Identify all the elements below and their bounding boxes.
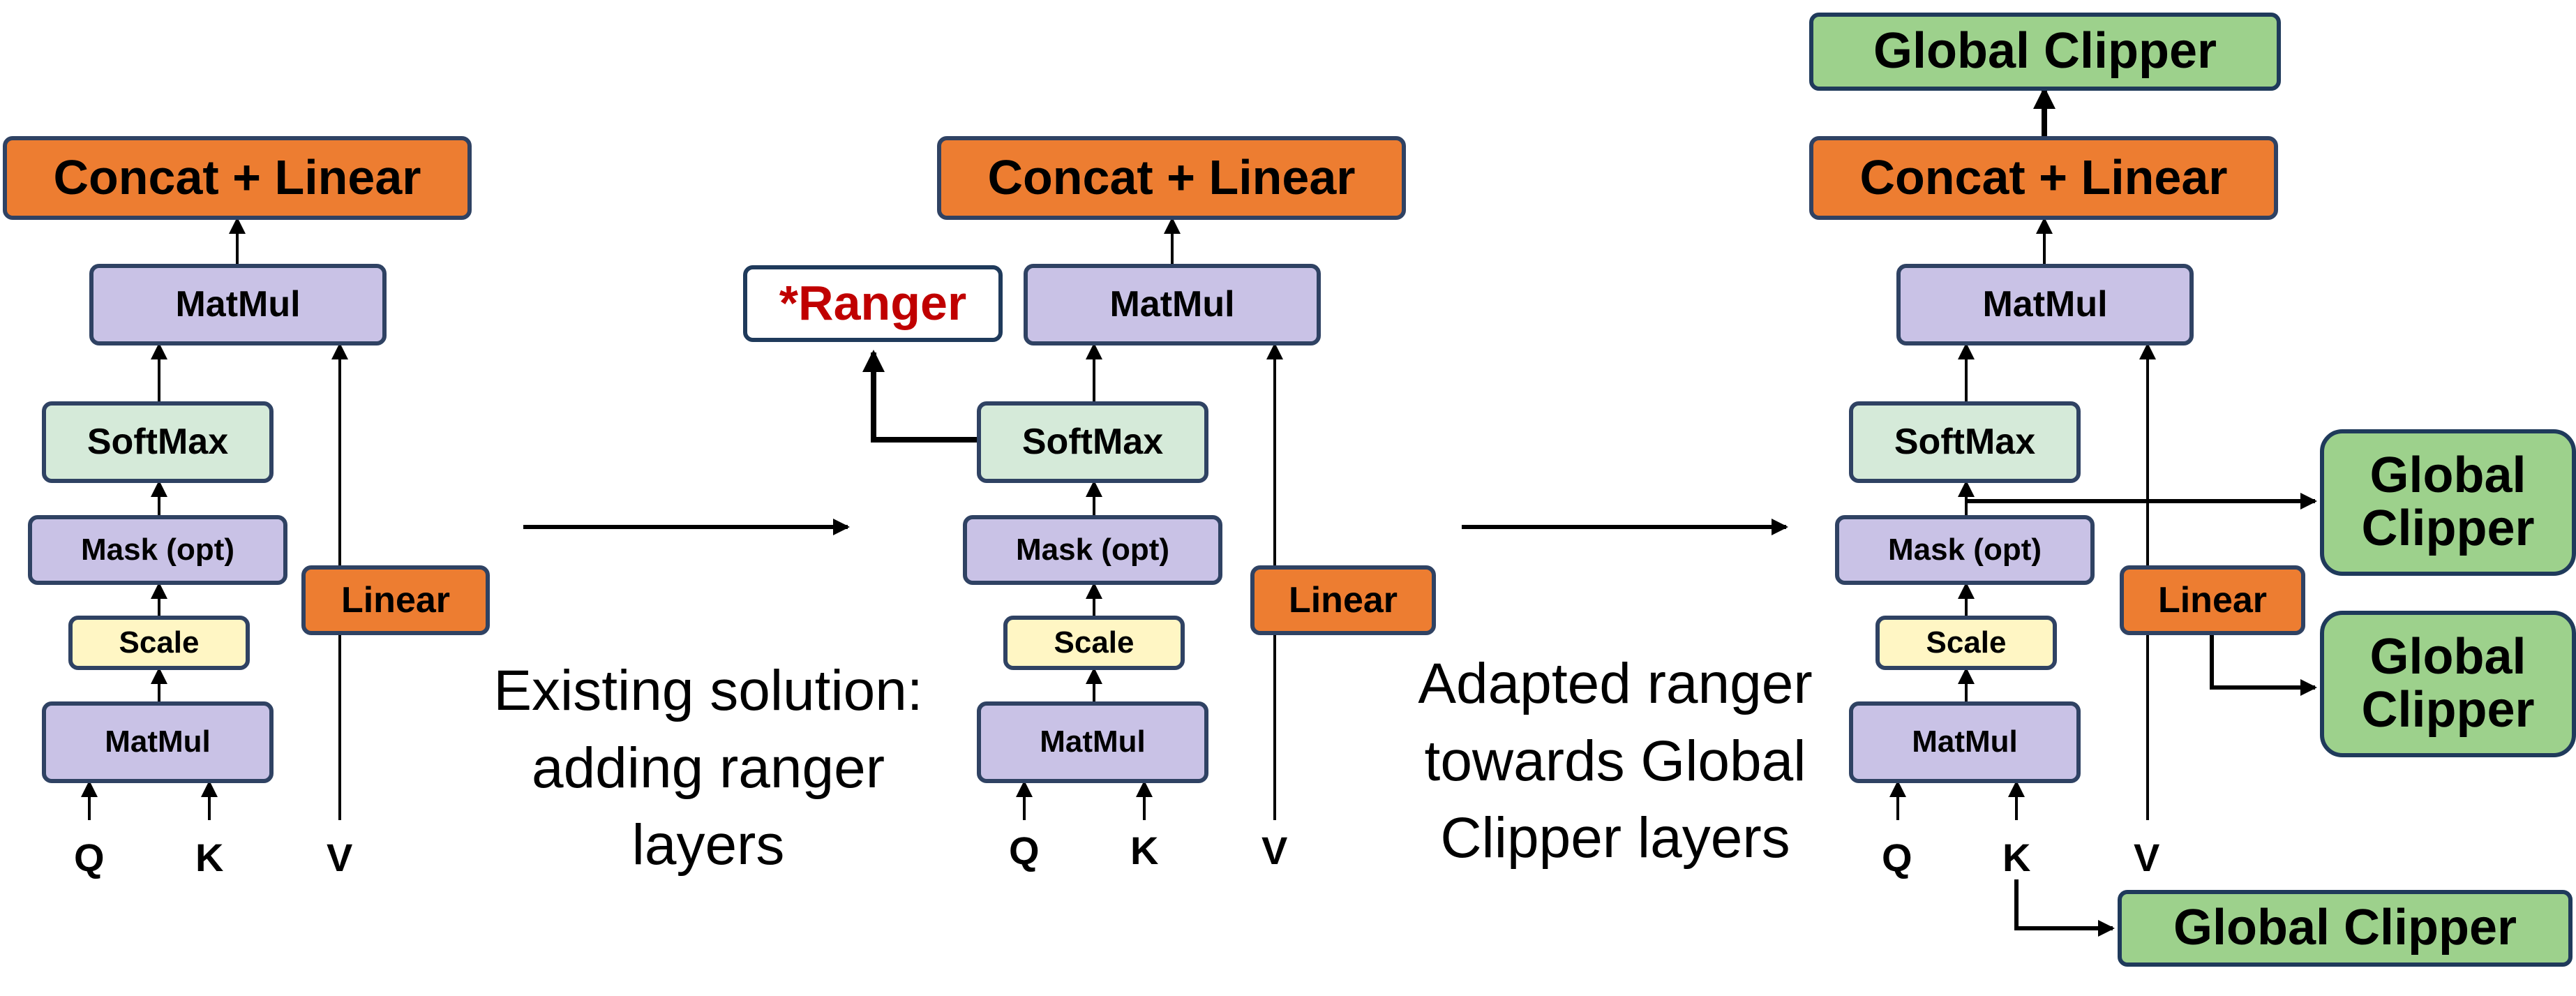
k-label: K: [195, 835, 224, 879]
global-clipper-linear-box: Global Clipper: [2320, 611, 2576, 757]
global-clipper-top-box: Global Clipper: [1809, 13, 2281, 91]
global-clipper-k-box: Global Clipper: [2118, 890, 2573, 967]
matmul-top-box: MatMul: [1896, 264, 2194, 345]
k-label: K: [2002, 835, 2031, 879]
matmul-top-box: MatMul: [89, 264, 387, 345]
softmax-box: SoftMax: [1849, 401, 2081, 483]
k-label: K: [1130, 828, 1159, 872]
v-label: V: [2134, 835, 2160, 879]
mask-box: Mask (opt): [1835, 515, 2095, 585]
concat-linear-box: Concat + Linear: [937, 136, 1406, 220]
linear-box: Linear: [1250, 565, 1436, 635]
scale-box: Scale: [1003, 616, 1185, 670]
caption-adapted-ranger: Adapted ranger towards Global Clipper la…: [1418, 652, 1813, 870]
v-label: V: [1261, 828, 1288, 872]
linear-box: Linear: [301, 565, 490, 635]
arrow-linear-clipper: [2210, 635, 2317, 696]
q-label: Q: [74, 835, 105, 879]
linear-box: Linear: [2120, 565, 2305, 635]
scale-box: Scale: [68, 616, 250, 670]
arrow-softmax-ranger: [862, 350, 977, 443]
q-label: Q: [1882, 835, 1912, 879]
matmul-bottom-box: MatMul: [1849, 701, 2081, 783]
mask-box: Mask (opt): [28, 515, 287, 585]
softmax-box: SoftMax: [977, 401, 1208, 483]
v-label: V: [327, 835, 353, 879]
matmul-bottom-box: MatMul: [977, 701, 1208, 783]
arrow-k-clipper: [2014, 879, 2115, 937]
global-clipper-softmax-box: Global Clipper: [2320, 429, 2576, 576]
caption-existing-solution: Existing solution: adding ranger layers: [493, 659, 923, 877]
scale-box: Scale: [1875, 616, 2057, 670]
concat-linear-box: Concat + Linear: [3, 136, 472, 220]
ranger-box: *Ranger: [743, 265, 1003, 342]
matmul-top-box: MatMul: [1024, 264, 1321, 345]
concat-linear-box: Concat + Linear: [1809, 136, 2278, 220]
softmax-box: SoftMax: [42, 401, 274, 483]
q-label: Q: [1009, 828, 1040, 872]
mask-box: Mask (opt): [963, 515, 1222, 585]
matmul-bottom-box: MatMul: [42, 701, 274, 783]
